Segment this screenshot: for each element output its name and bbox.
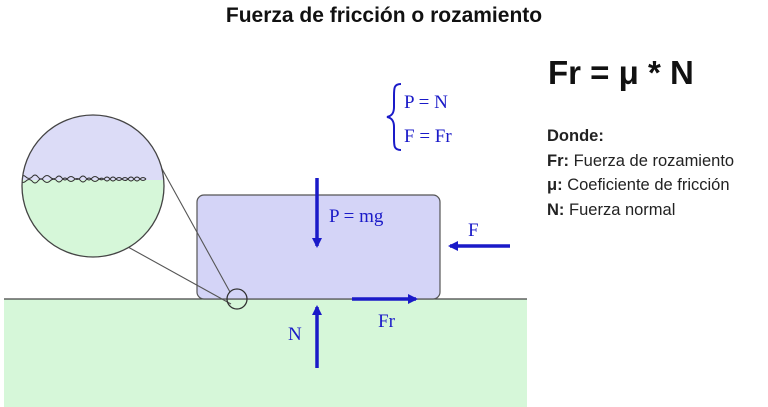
legend-item-fr: Fr: Fuerza de rozamiento [547,149,734,174]
friction-force-label: Fr [378,311,396,332]
legend-symbol: Fr: [547,151,569,170]
legend-symbol: N: [547,200,565,219]
rough-surface-lower [22,176,147,184]
legend-text: Coeficiente de fricción [567,176,730,194]
weight-label: P = mg [329,206,384,227]
ground-surface [4,299,527,407]
contact-zoom-circle [226,288,248,310]
normal-force-label: N [288,324,302,345]
friction-formula: Fr = μ * N [548,54,694,91]
legend-text: Fuerza de rozamiento [573,151,735,170]
magnifier-line-bottom [127,246,232,305]
formula-legend: Donde: Fr: Fuerza de rozamiento μ: Coefi… [547,124,734,222]
legend-symbol: μ: [547,176,563,194]
equation-p-equals-n: P = N [404,92,448,113]
magnified-surface-view [22,115,164,257]
diagram-title: Fuerza de fricción o rozamiento [225,4,543,27]
equation-f-equals-fr: F = Fr [404,126,452,147]
legend-heading: Donde: [547,127,604,145]
equilibrium-brace [386,83,402,151]
magnifier-circle-outline [21,114,165,258]
legend-item-mu: μ: Coeficiente de fricción [547,173,734,198]
legend-item-n: N: Fuerza normal [547,198,734,223]
legend-text: Fuerza normal [569,200,676,219]
applied-force-label: F [468,220,479,241]
